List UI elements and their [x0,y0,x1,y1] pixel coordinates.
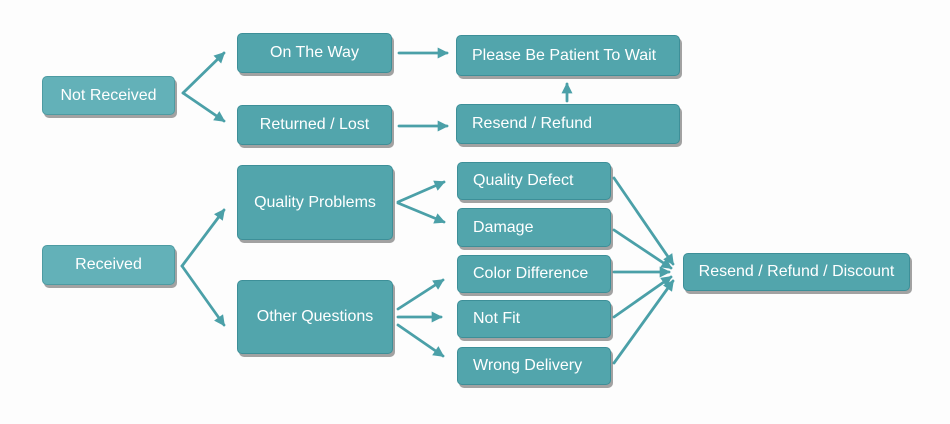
node-label: Resend / Refund [472,115,593,133]
edge-quality-defect-final [612,176,675,266]
edge-quality-problems-damage [396,201,446,224]
node-label: Quality Problems [254,193,376,211]
node-resend-refund-discount: Resend / Refund / Discount [683,253,910,291]
node-on-the-way: On The Way [237,33,392,73]
node-please-be-patient-to-wait: Please Be Patient To Wait [456,35,680,76]
edge-not-received-on-the-way [181,51,226,95]
node-label: Returned / Lost [259,116,370,134]
edge-damage-final [612,228,673,270]
node-returned-lost: Returned / Lost [237,105,392,145]
node-color-difference: Color Difference [457,255,611,293]
node-label: Received [75,256,142,274]
node-quality-defect: Quality Defect [457,162,611,200]
edge-other-questions-wrong-delivery [396,323,445,358]
node-label: Quality Defect [473,172,574,190]
edge-not-fit-final [612,275,673,319]
node-not-fit: Not Fit [457,300,611,338]
node-label: On The Way [270,44,359,62]
edge-other-questions-color-difference [396,278,445,311]
node-label: Please Be Patient To Wait [472,46,657,64]
node-wrong-delivery: Wrong Delivery [457,347,611,385]
node-resend-refund: Resend / Refund [456,104,680,144]
node-damage: Damage [457,208,611,247]
node-not-received: Not Received [42,76,175,115]
node-label: Wrong Delivery [473,357,583,375]
node-label: Color Difference [473,265,589,283]
edge-quality-problems-quality-defect [396,180,446,204]
edge-not-received-returned-lost [181,91,226,123]
node-other-questions: Other Questions [237,280,393,354]
edge-received-other-questions [180,264,226,327]
node-quality-problems: Quality Problems [237,165,393,240]
node-label: Other Questions [256,308,374,326]
node-label: Damage [473,218,534,236]
node-label: Not Received [60,86,157,104]
node-label: Not Fit [473,310,521,328]
node-received: Received [42,245,175,285]
node-label: Resend / Refund / Discount [698,263,895,281]
edge-received-quality-problems [180,208,226,268]
edge-wrong-delivery-final [612,279,675,365]
